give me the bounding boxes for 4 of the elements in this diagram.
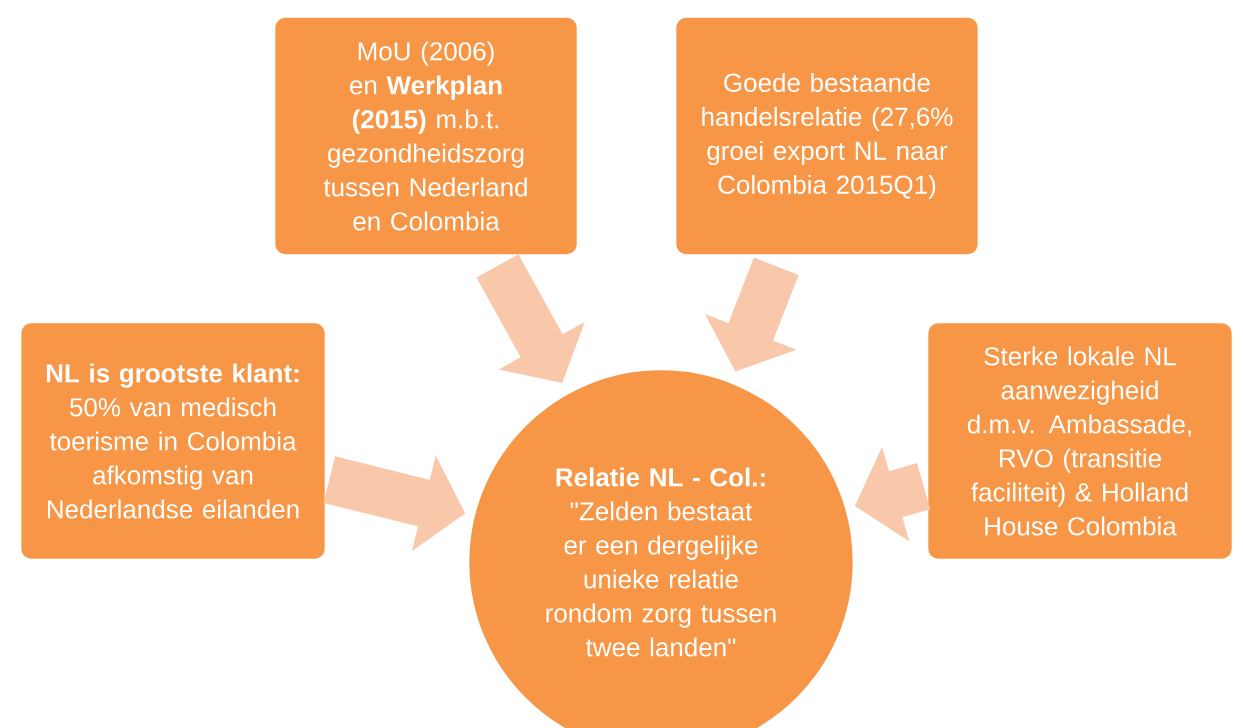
fact-box: Goede bestaande handelsrelatie (27,6% groei export NL naar Colombia 2015Q1)	[671, 13, 983, 259]
fact-box: Sterke lokale NL aanwezigheid d.m.v. Ambassade, RVO (transitie faciliteit) & Holland House Colombia	[923, 318, 1237, 564]
fact-box: NL is grootste klant: 50% van medisch toerisme in Colombia afkomstig van Nederlandse eilanden	[16, 318, 330, 564]
fact-box: MoU (2006) en Werkplan (2015) m.b.t. gezondheidszorg tussen Nederland en Colombia	[270, 13, 582, 259]
